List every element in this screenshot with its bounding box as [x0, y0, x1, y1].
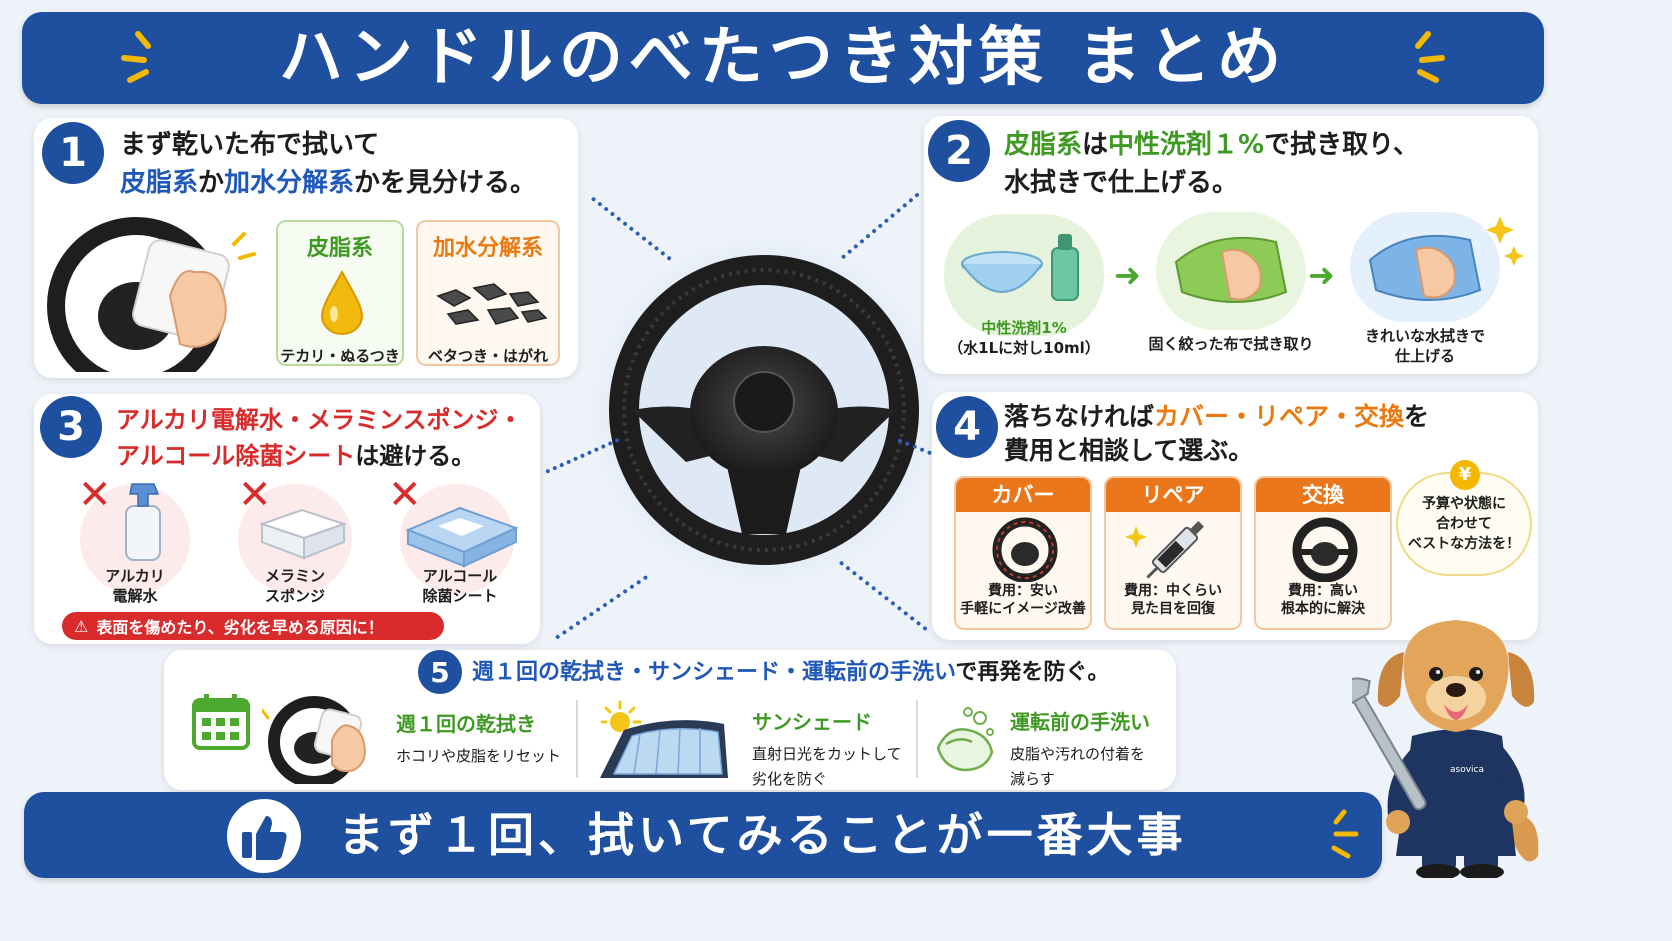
spray-bottle-icon [125, 483, 161, 561]
step2-item1-label: 中性洗剤1% （水1Lに対し10ml） [948, 319, 1100, 357]
step3-item2-label: メラミンスポンジ [264, 567, 325, 605]
step2-heading: 皮脂系は中性洗剤１%で拭き取り、 水拭きで仕上げる。 [1004, 130, 1420, 198]
step3-item3-label: アルコール除菌シート [422, 567, 498, 605]
connector-2 [840, 192, 920, 260]
sparkle-left-icon [121, 31, 151, 83]
title-banner: ハンドルのべたつき対策 まとめ [22, 12, 1544, 104]
hand-wash-icon [936, 707, 994, 772]
wheel-cover-icon [992, 517, 1058, 582]
step2-item2-label: 固く絞った布で拭き取り [1148, 335, 1314, 353]
cross-icon-3: ✕ [388, 472, 422, 518]
new-wheel-icon [1292, 517, 1358, 582]
dog-mascot-illustration: asovica [1352, 620, 1539, 878]
step5-item1: 週１回の乾拭き ホコリや皮脂をリセット [396, 712, 562, 765]
divider-1 [576, 700, 578, 778]
step5-number: 5 [418, 650, 462, 694]
step2-item3-label: きれいな水拭きで 仕上げる [1364, 327, 1485, 365]
wet-wipes-icon [405, 506, 519, 568]
melamine-sponge-icon [258, 508, 348, 560]
sparkle-footer-icon [1331, 809, 1359, 859]
footer-message: まず１回、拭いてみることが一番大事 [338, 808, 1187, 862]
connector-6 [838, 560, 928, 632]
dry-wipe-wheel-icon [262, 696, 366, 784]
arrow-right-icon-2: ➜ [1308, 256, 1335, 294]
warning-icon: ⚠ [74, 616, 89, 636]
step4-heading: 落ちなければカバー・リペア・交換を 費用と相談して選ぶ。 [1004, 402, 1430, 465]
option-replace: 交換 費用：高い根本的に解決 [1254, 476, 1392, 630]
arrow-right-icon: ➜ [1114, 256, 1141, 294]
warning-badge: ⚠ 表面を傷めたり、劣化を早める原因に！ [62, 612, 444, 640]
repair-syringe-icon [1125, 521, 1204, 579]
step3-item1-label: アルカリ電解水 [105, 567, 165, 605]
thumbs-up-icon [242, 816, 287, 860]
svg-text:asovica: asovica [1450, 765, 1484, 775]
wiping-wheel-illustration [47, 217, 256, 372]
step1-number: 1 [42, 122, 104, 184]
step1-heading: まず乾いた布で拭いて 皮脂系か加水分解系かを見分ける。 [120, 130, 537, 198]
detergent-bowl-icon [961, 234, 1079, 301]
divider-2 [916, 700, 918, 778]
step3-heading: アルカリ電解水・メラミンスポンジ・ アルコール除菌シートは避ける。 [116, 406, 523, 470]
sunshade-icon [600, 700, 728, 778]
step5-item3: 運転前の手洗い 皮脂や汚れの付着を 減らす [1010, 710, 1150, 788]
page-title: ハンドルのべたつき対策 まとめ [278, 21, 1288, 95]
option-cover: カバー 費用：安い手軽にイメージ改善 [954, 476, 1092, 630]
peeling-flakes-icon [436, 283, 548, 325]
steering-wheel-icon [609, 255, 919, 565]
blue-cloth-icon [1368, 216, 1524, 301]
step2-number: 2 [928, 120, 990, 182]
step3-number: 3 [40, 396, 102, 458]
step5-heading: 週１回の乾拭き・サンシェード・運転前の手洗いで再発を防ぐ。 [472, 660, 1110, 685]
cross-icon-2: ✕ [238, 472, 272, 518]
oil-drop-icon [320, 269, 364, 335]
sebum-type-box: 皮脂系 テカリ・ぬるつき [276, 220, 404, 366]
option-repair: リペア 費用：中くらい見た目を回復 [1104, 476, 1242, 630]
cross-icon-1: ✕ [78, 472, 112, 518]
hydrolysis-type-box: 加水分解系 ベタつき・はがれ [416, 220, 560, 366]
step5-item2: サンシェード 直射日光をカットして 劣化を防ぐ [752, 710, 902, 788]
green-cloth-icon [1174, 236, 1288, 303]
thumbs-up-badge [222, 794, 306, 878]
sparkle-right-icon [1415, 31, 1445, 83]
calendar-icon [192, 694, 250, 750]
yen-coin-icon: ¥ [1450, 460, 1480, 490]
step4-number: 4 [936, 396, 998, 458]
connector-5 [554, 574, 649, 640]
